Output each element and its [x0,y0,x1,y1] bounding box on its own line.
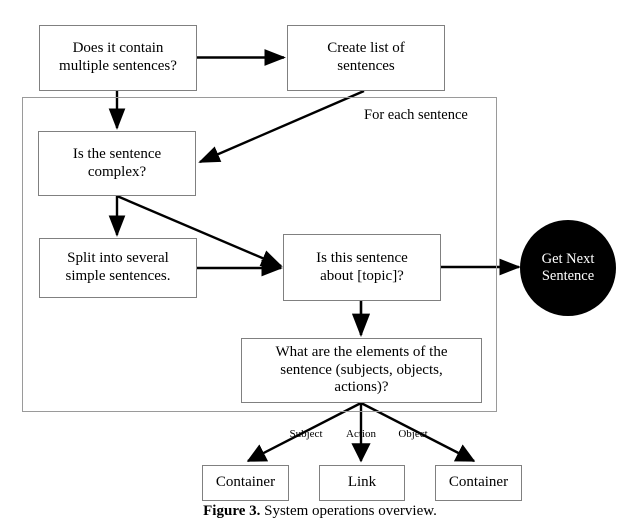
edge-createlist-to-iscomplex [198,89,365,164]
node-is-sentence-complex-label: Is the sentence complex? [72,145,162,180]
figure-caption-label: Figure 3. [203,503,261,519]
node-get-next-sentence-label: Get Next Sentence [541,250,595,284]
group-for-each-sentence [22,97,497,412]
node-elements-of-sentence[interactable]: What are the elements of the sentence (s… [241,338,482,403]
node-split-into-simple-sentences-label: Split into several simple sentences. [65,250,171,284]
node-split-into-simple-sentences[interactable]: Split into several simple sentences. [39,238,197,298]
node-link-action[interactable]: Link [319,465,405,501]
node-get-next-sentence[interactable]: Get Next Sentence [520,220,616,316]
edge-label-subject: Subject [289,428,323,440]
group-for-each-sentence-label: For each sentence [364,107,468,123]
node-create-list-label: Create list of sentences [327,40,405,74]
node-link-action-label: Link [347,474,377,491]
node-container-subject-label: Container [215,474,276,491]
edge-elements-to-container-subject [246,401,362,463]
figure-caption-text: System operations overview. [264,503,437,519]
figure-caption: Figure 3. System operations overview. [0,503,640,520]
node-does-it-contain[interactable]: Does it contain multiple sentences? [39,25,197,91]
node-is-sentence-about-topic[interactable]: Is this sentence about [topic]? [283,234,441,301]
node-create-list[interactable]: Create list of sentences [287,25,445,91]
node-container-subject[interactable]: Container [202,465,289,501]
edge-elements-to-container-object [360,401,476,463]
node-container-object-label: Container [448,474,509,491]
node-container-object[interactable]: Container [435,465,522,501]
node-is-sentence-complex[interactable]: Is the sentence complex? [38,131,196,196]
edge-iscomplex-to-isabouttopic [116,194,283,268]
node-is-sentence-about-topic-label: Is this sentence about [topic]? [316,249,408,284]
edge-label-action: Action [346,428,376,440]
node-does-it-contain-label: Does it contain multiple sentences? [59,40,177,74]
node-elements-of-sentence-label: What are the elements of the sentence (s… [275,343,448,396]
edge-label-object: Object [398,428,428,440]
